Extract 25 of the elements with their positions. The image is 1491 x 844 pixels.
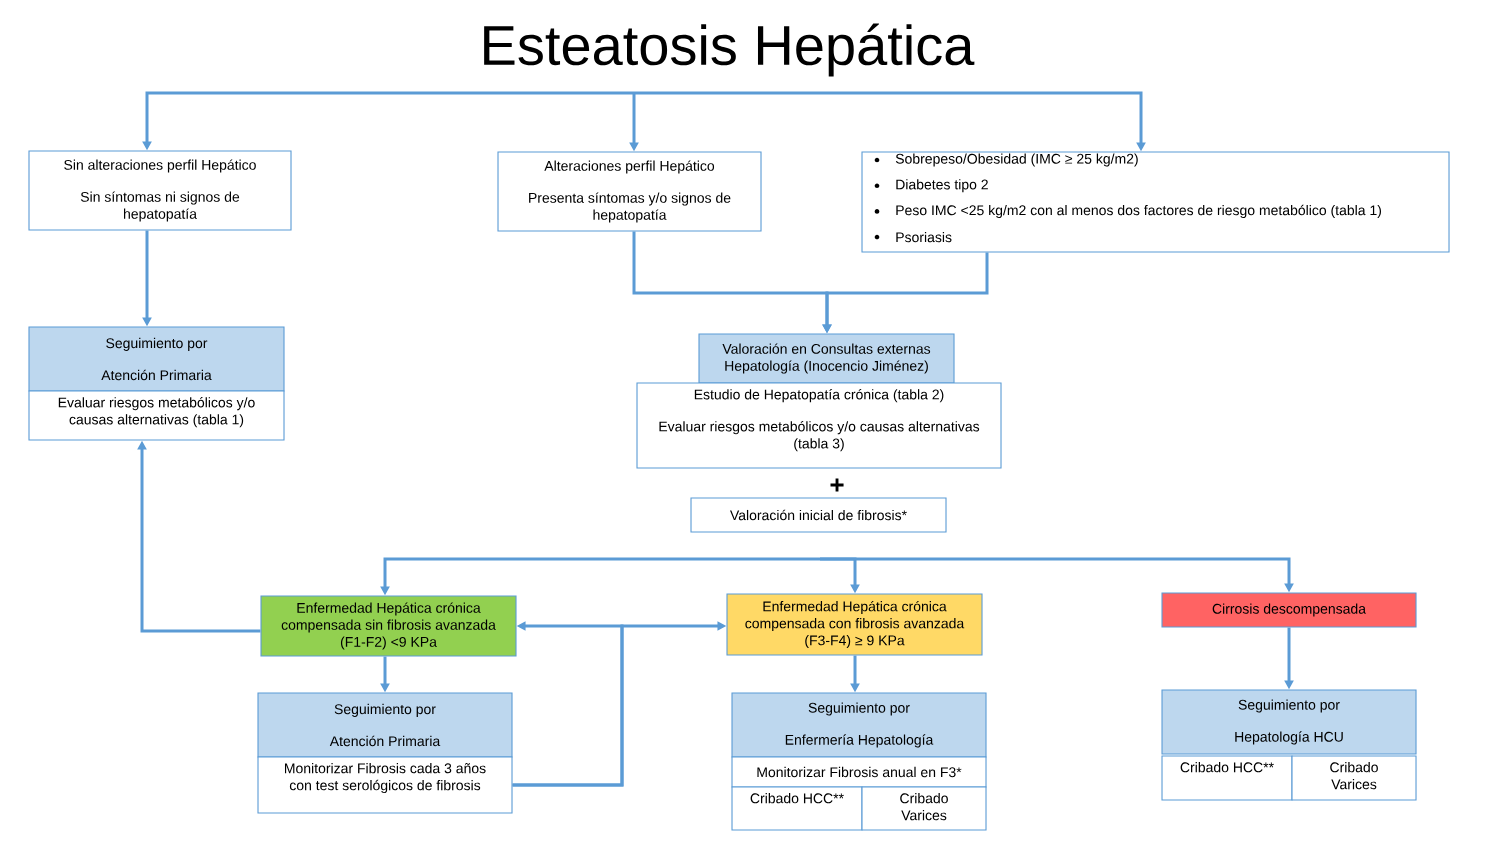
- process-box: Estudio de Hepatopatía crónica (tabla 2) Evaluar riesgos metabólicos y/o causas alternativas (tabla 3): [636, 382, 1002, 469]
- process-box: Alteraciones perfil Hepático Presenta síntomas y/o signos de hepatopatía: [497, 151, 762, 232]
- process-box: Valoración inicial de fibrosis*: [690, 497, 947, 533]
- process-box: Cribado HCC**: [1161, 755, 1293, 801]
- header-box: Seguimiento por Hepatología HCU: [1161, 689, 1417, 755]
- process-box: Cribado Varices: [1291, 755, 1417, 801]
- list-item: Sobrepeso/Obesidad (IMC ≥ 25 kg/m2): [895, 153, 1138, 167]
- header-box: Seguimiento por Atención Primaria: [28, 326, 285, 392]
- header-box: Seguimiento por Enfermería Hepatología: [731, 692, 987, 758]
- header-box: Valoración en Consultas externas Hepatología (Inocencio Jiménez): [698, 333, 955, 384]
- title: Esteatosis Hepática: [484, 23, 975, 77]
- category-box: Enfermedad Hepática crónica compensada sin fibrosis avanzada (F1-F2) <9 KPa: [260, 595, 517, 657]
- header-box: Seguimiento por Atención Primaria: [257, 692, 513, 758]
- list-item: Peso IMC <25 kg/m2 con al menos dos factores de riesgo metabólico (tabla 1): [896, 204, 1381, 218]
- list-item: Diabetes tipo 2: [896, 179, 988, 193]
- category-box: Enfermedad Hepática crónica compensada con fibrosis avanzada (F3-F4) ≥ 9 KPa: [726, 593, 983, 656]
- process-box: Monitorizar Fibrosis cada 3 años con test serológicos de fibrosis: [257, 756, 513, 814]
- process-box: Evaluar riesgos metabólicos y/o causas alternativas (tabla 1): [28, 390, 285, 441]
- process-box: Sin alteraciones perfil Hepático Sin síntomas ni signos de hepatopatía: [28, 150, 292, 231]
- category-box: Cirrosis descompensada: [1161, 592, 1417, 628]
- plus-sign: +: [830, 478, 844, 492]
- process-box: Monitorizar Fibrosis anual en F3*: [731, 756, 987, 788]
- process-box: Cribado Varices: [861, 786, 987, 831]
- list-item: Psoriasis: [896, 231, 952, 243]
- process-box: Cribado HCC**: [731, 786, 863, 831]
